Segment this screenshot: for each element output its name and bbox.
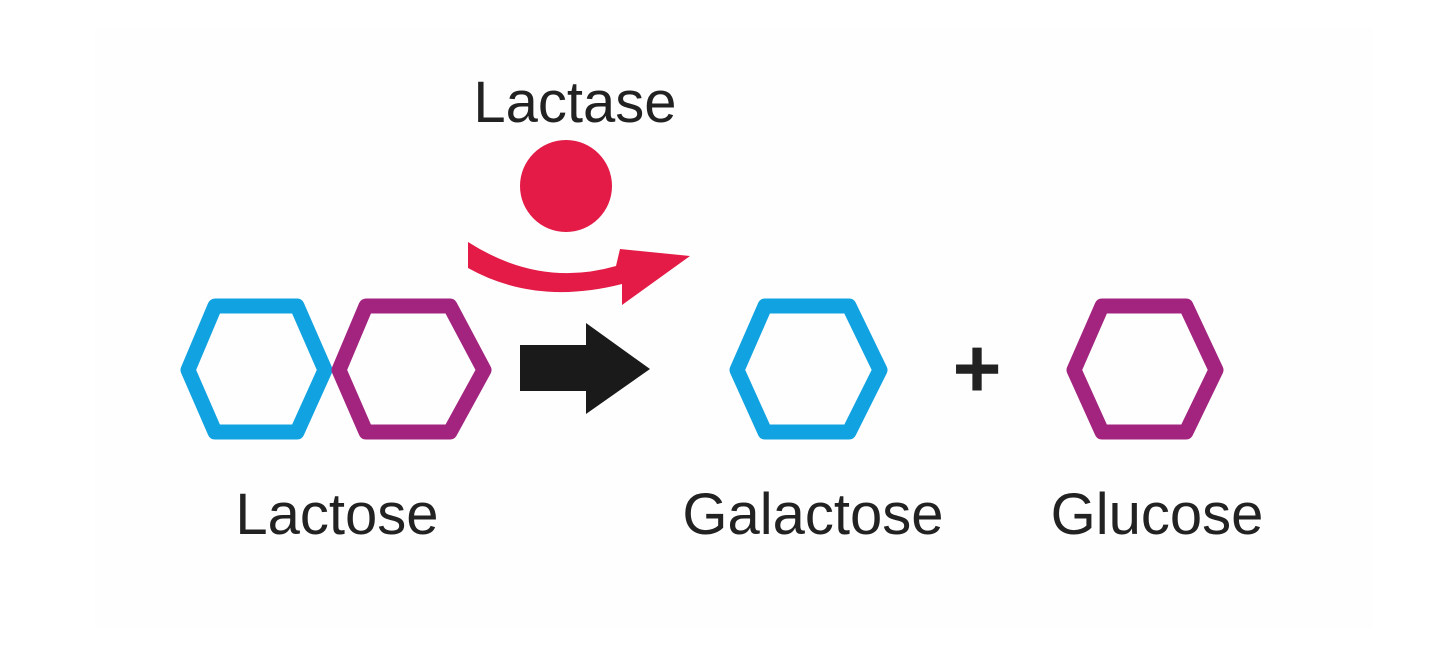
product-label-galactose: Galactose xyxy=(682,482,943,547)
lactose-glucose-ring xyxy=(331,298,492,440)
reaction-arrow xyxy=(520,323,650,414)
reactant-label: Lactose xyxy=(235,482,438,547)
enzyme-action-arrow xyxy=(468,242,690,305)
enzyme-circle xyxy=(520,140,612,232)
enzyme-label: Lactase xyxy=(473,70,676,135)
lactose-galactose-ring xyxy=(180,298,333,440)
glucose-ring xyxy=(1066,298,1224,440)
galactose-ring xyxy=(729,298,888,440)
plus-sign: + xyxy=(952,321,1001,415)
product-label-glucose: Glucose xyxy=(1051,482,1264,547)
